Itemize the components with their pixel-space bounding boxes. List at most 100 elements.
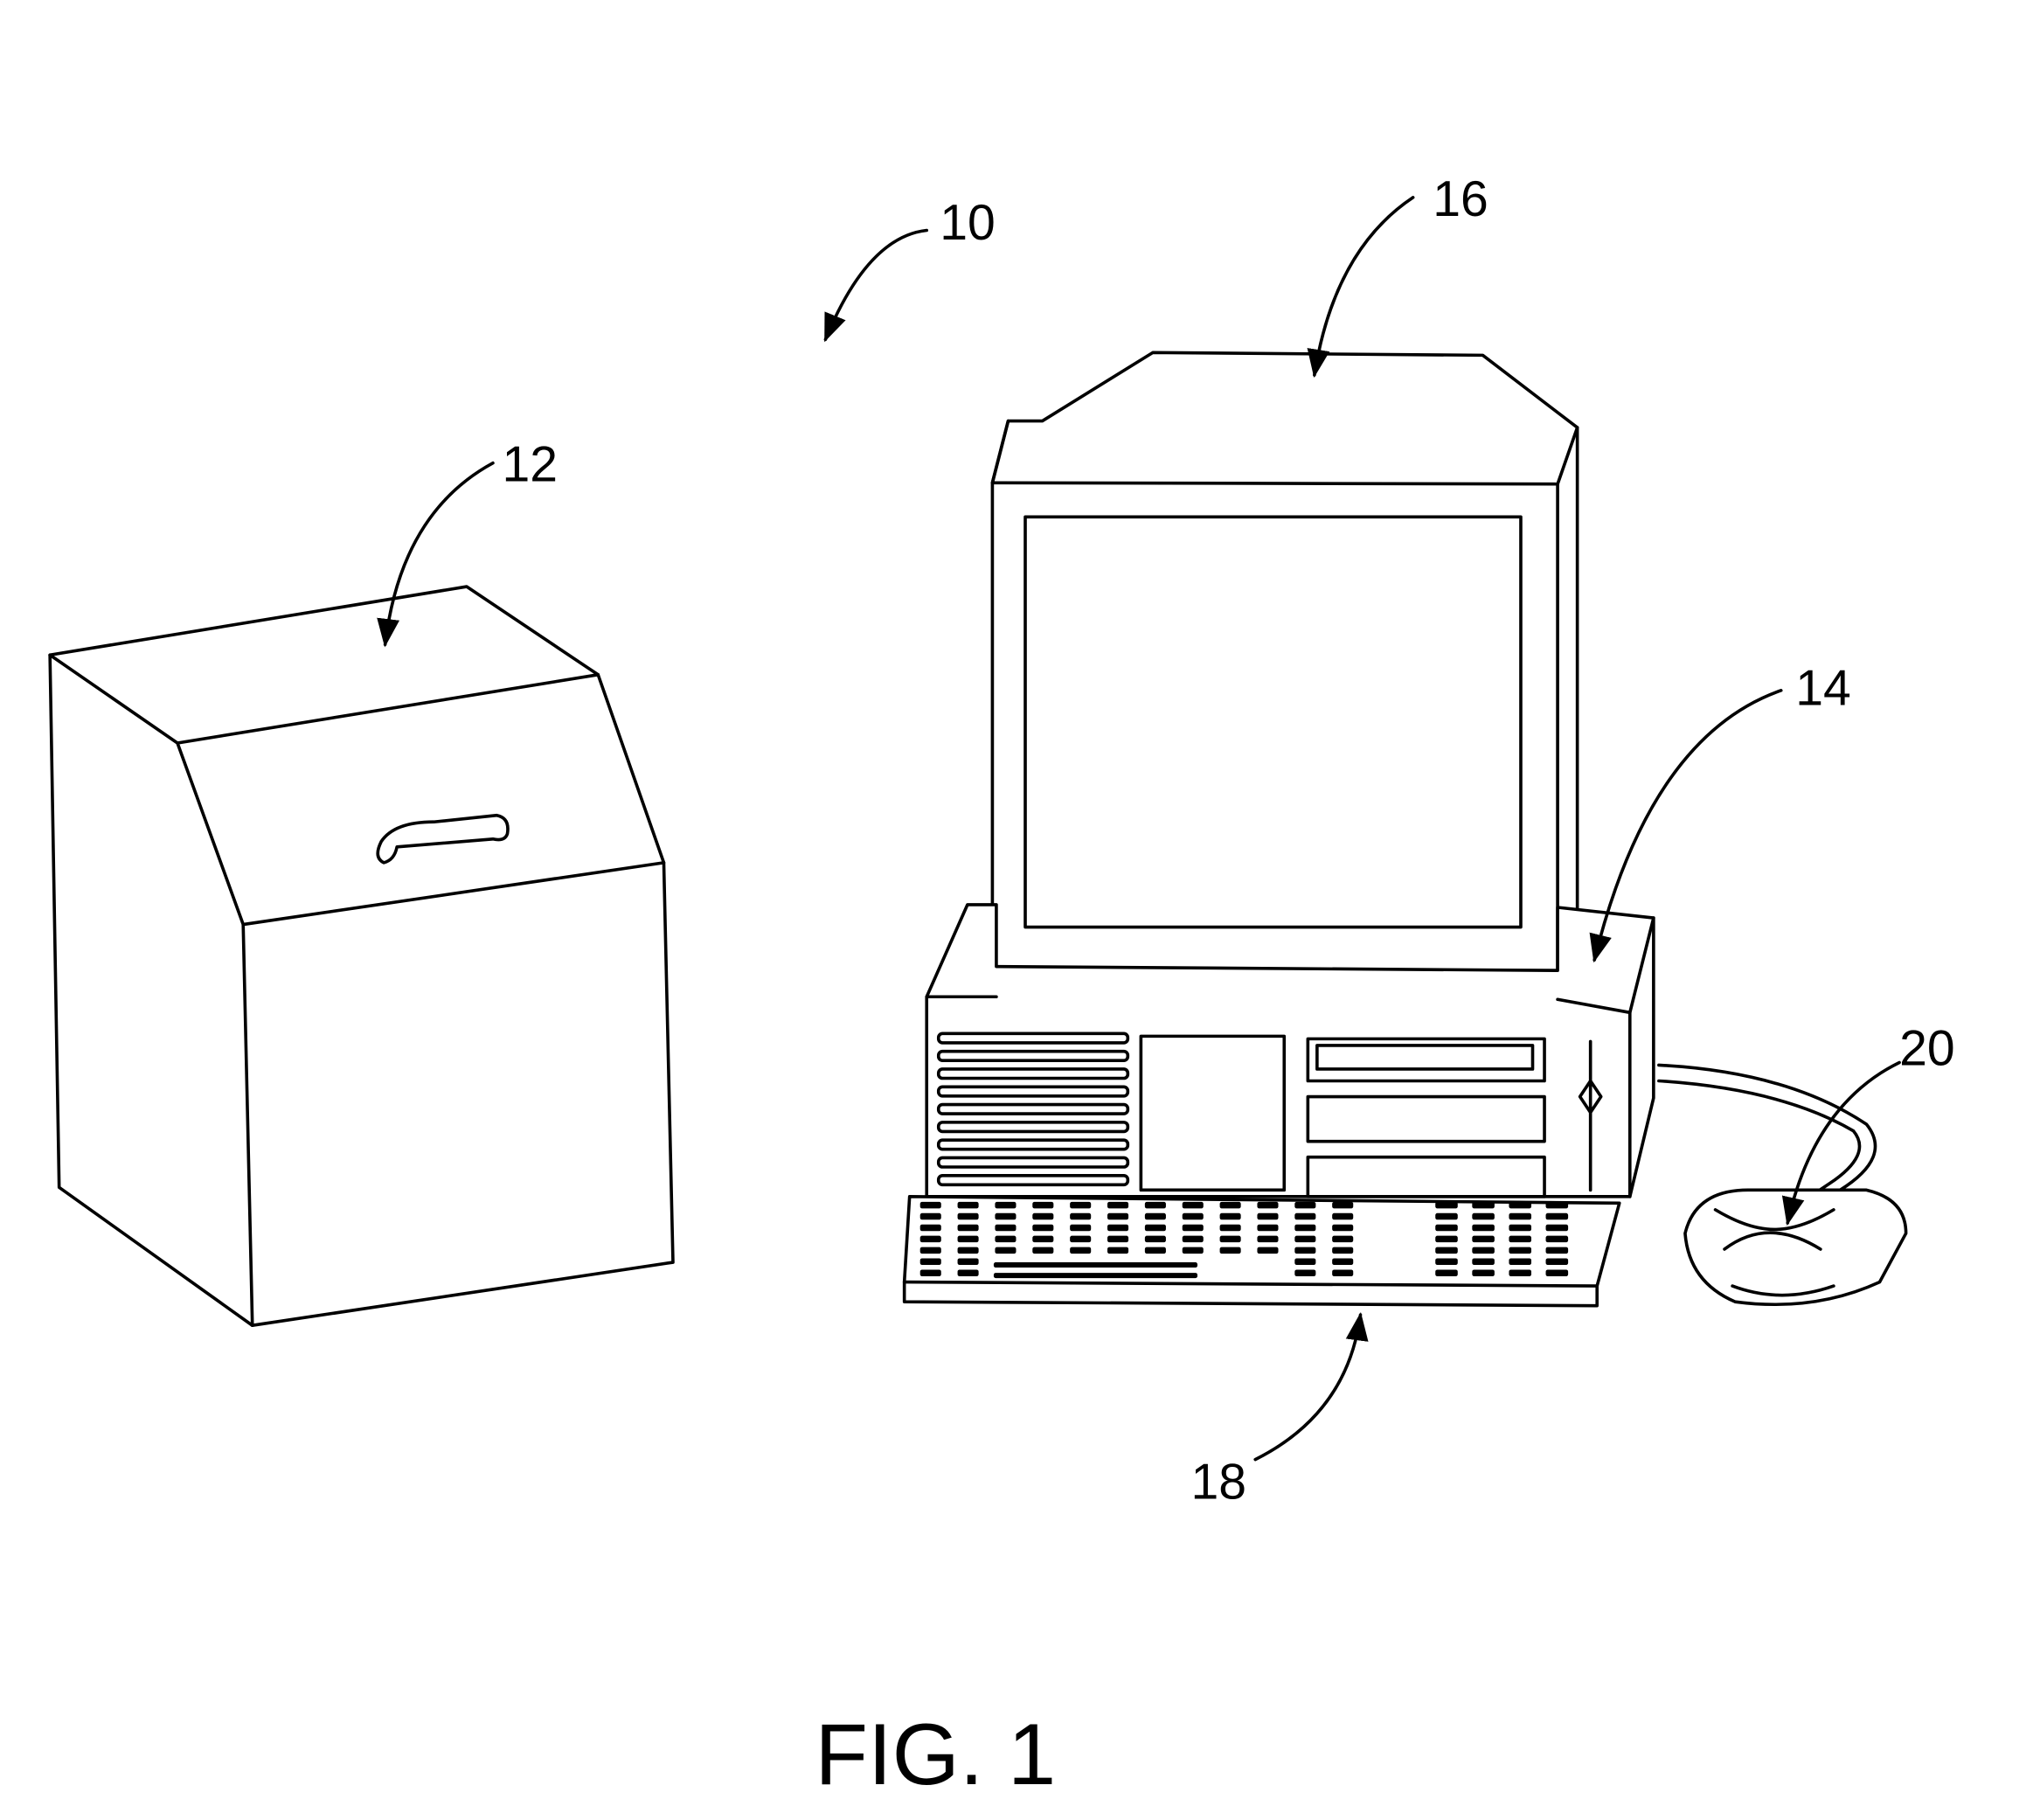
key bbox=[1257, 1247, 1279, 1254]
key bbox=[957, 1269, 979, 1276]
key bbox=[1435, 1235, 1458, 1243]
key bbox=[1435, 1258, 1458, 1266]
key bbox=[957, 1235, 979, 1243]
key bbox=[1509, 1224, 1532, 1232]
key bbox=[1472, 1247, 1495, 1254]
cabinet bbox=[48, 585, 675, 1328]
key bbox=[1070, 1224, 1092, 1232]
key bbox=[1219, 1212, 1241, 1220]
key bbox=[1472, 1235, 1495, 1243]
key bbox=[919, 1258, 941, 1266]
key bbox=[1294, 1235, 1316, 1243]
key bbox=[993, 1262, 1198, 1268]
vent-slot bbox=[936, 1085, 1130, 1098]
key bbox=[1032, 1235, 1054, 1243]
reference-leaders bbox=[377, 196, 1901, 1462]
label-12: 12 bbox=[502, 437, 558, 493]
key bbox=[919, 1212, 941, 1220]
vent-slot bbox=[936, 1032, 1130, 1045]
key bbox=[1545, 1247, 1569, 1254]
key bbox=[1472, 1201, 1495, 1209]
key bbox=[1332, 1224, 1354, 1232]
monitor bbox=[990, 351, 1579, 997]
key bbox=[1257, 1224, 1279, 1232]
key bbox=[1509, 1269, 1532, 1276]
key bbox=[1545, 1269, 1569, 1276]
keyboard bbox=[902, 1195, 1621, 1308]
key bbox=[1107, 1247, 1129, 1254]
drive-bay-2 bbox=[1306, 1094, 1546, 1143]
key bbox=[919, 1224, 941, 1232]
key bbox=[1332, 1258, 1354, 1266]
key bbox=[1144, 1247, 1166, 1254]
key bbox=[1472, 1224, 1495, 1232]
key bbox=[1219, 1235, 1241, 1243]
key bbox=[1182, 1247, 1204, 1254]
key bbox=[1545, 1258, 1569, 1266]
key bbox=[1294, 1247, 1316, 1254]
key bbox=[1509, 1247, 1532, 1254]
key bbox=[1182, 1201, 1204, 1209]
key bbox=[919, 1269, 941, 1276]
key bbox=[1144, 1201, 1166, 1209]
key bbox=[993, 1273, 1198, 1279]
key bbox=[1332, 1247, 1354, 1254]
key bbox=[957, 1212, 979, 1220]
key bbox=[1332, 1201, 1354, 1209]
key bbox=[1332, 1212, 1354, 1220]
key bbox=[1070, 1212, 1092, 1220]
key bbox=[1435, 1247, 1458, 1254]
key bbox=[919, 1201, 941, 1209]
key bbox=[1435, 1224, 1458, 1232]
vent-slot bbox=[936, 1138, 1130, 1151]
key bbox=[1294, 1212, 1316, 1220]
key bbox=[1107, 1224, 1129, 1232]
key bbox=[1472, 1258, 1495, 1266]
key bbox=[1294, 1269, 1316, 1276]
key bbox=[1070, 1201, 1092, 1209]
key bbox=[1144, 1235, 1166, 1243]
monitor-screen bbox=[1023, 515, 1523, 929]
key bbox=[995, 1224, 1017, 1232]
front-panel bbox=[1139, 1034, 1287, 1192]
key bbox=[1032, 1224, 1054, 1232]
key bbox=[1107, 1201, 1129, 1209]
key bbox=[1509, 1201, 1532, 1209]
key bbox=[1219, 1247, 1241, 1254]
key bbox=[1294, 1201, 1316, 1209]
key bbox=[1545, 1212, 1569, 1220]
figure-caption: FIG. 1 bbox=[815, 1706, 1056, 1803]
key bbox=[1435, 1201, 1458, 1209]
key bbox=[1032, 1212, 1054, 1220]
key bbox=[995, 1212, 1017, 1220]
key bbox=[1509, 1212, 1532, 1220]
vent-slot bbox=[936, 1067, 1130, 1080]
key bbox=[1435, 1269, 1458, 1276]
keyboard-keys bbox=[919, 1201, 1569, 1279]
vent-slot bbox=[936, 1049, 1130, 1062]
key bbox=[1182, 1212, 1204, 1220]
key bbox=[957, 1224, 979, 1232]
handle bbox=[376, 813, 510, 865]
vent-slot bbox=[936, 1121, 1130, 1134]
key bbox=[1144, 1212, 1166, 1220]
key bbox=[1107, 1235, 1129, 1243]
label-20: 20 bbox=[1899, 1020, 1955, 1076]
key bbox=[1032, 1247, 1054, 1254]
key bbox=[1545, 1224, 1569, 1232]
key bbox=[1545, 1235, 1569, 1243]
key bbox=[1509, 1235, 1532, 1243]
key bbox=[1472, 1269, 1495, 1276]
label-18: 18 bbox=[1191, 1455, 1247, 1511]
key bbox=[1182, 1224, 1204, 1232]
vent-slot bbox=[936, 1156, 1130, 1169]
key bbox=[1070, 1235, 1092, 1243]
vent-slot bbox=[936, 1173, 1130, 1187]
key bbox=[1435, 1212, 1458, 1220]
key bbox=[1257, 1235, 1279, 1243]
key bbox=[1545, 1201, 1569, 1209]
key bbox=[995, 1247, 1017, 1254]
key bbox=[1332, 1235, 1354, 1243]
key bbox=[1509, 1258, 1532, 1266]
